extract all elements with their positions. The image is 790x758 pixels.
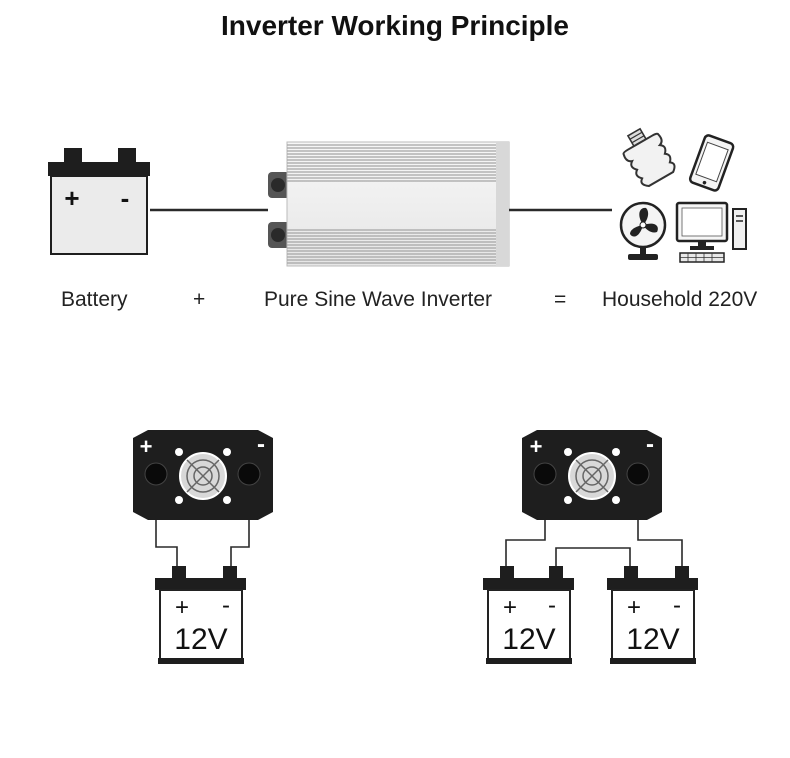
battery-12v-right-a: + - 12V [483, 566, 574, 664]
computer-icon [675, 201, 747, 263]
label-equals: = [554, 288, 567, 311]
panel-right-negative-label: - [646, 431, 654, 458]
battery-right-b-positive: + [627, 594, 641, 621]
smartphone-icon [688, 134, 735, 192]
label-inverter: Pure Sine Wave Inverter [264, 288, 492, 311]
battery-right-a-positive: + [503, 594, 517, 621]
battery-left-voltage: 12V [174, 623, 227, 656]
panel-right-positive-label: + [530, 434, 543, 459]
panel-left-negative-label: - [257, 431, 265, 458]
inverter-panel-left: + - [133, 430, 273, 520]
battery-icon: + - [48, 148, 150, 255]
wire-right-negative [637, 520, 683, 566]
battery-negative-symbol: - [121, 183, 130, 213]
battery-12v-left: + - 12V [155, 566, 246, 664]
inverter-panel-right: + - [522, 430, 662, 520]
lightbulb-icon [622, 127, 676, 188]
wire-series-link [555, 547, 631, 566]
wire-left-positive [155, 520, 178, 566]
panel-left-positive-label: + [140, 434, 153, 459]
battery-left-negative: - [222, 592, 230, 619]
battery-right-a-negative: - [548, 592, 556, 619]
battery-right-b-voltage: 12V [626, 623, 679, 656]
fan-icon [619, 201, 667, 260]
diagram-title: Inverter Working Principle [220, 10, 570, 41]
wire-right-positive [505, 520, 546, 566]
battery-left-positive: + [175, 594, 189, 621]
label-household: Household 220V [602, 288, 758, 311]
inverter-icon [268, 141, 510, 267]
battery-right-a-voltage: 12V [502, 623, 555, 656]
battery-12v-right-b: + - 12V [607, 566, 698, 664]
wire-left-negative [230, 520, 250, 566]
label-plus: + [193, 288, 206, 311]
label-battery: Battery [61, 288, 128, 311]
battery-right-b-negative: - [673, 592, 681, 619]
battery-positive-symbol: + [64, 183, 79, 213]
